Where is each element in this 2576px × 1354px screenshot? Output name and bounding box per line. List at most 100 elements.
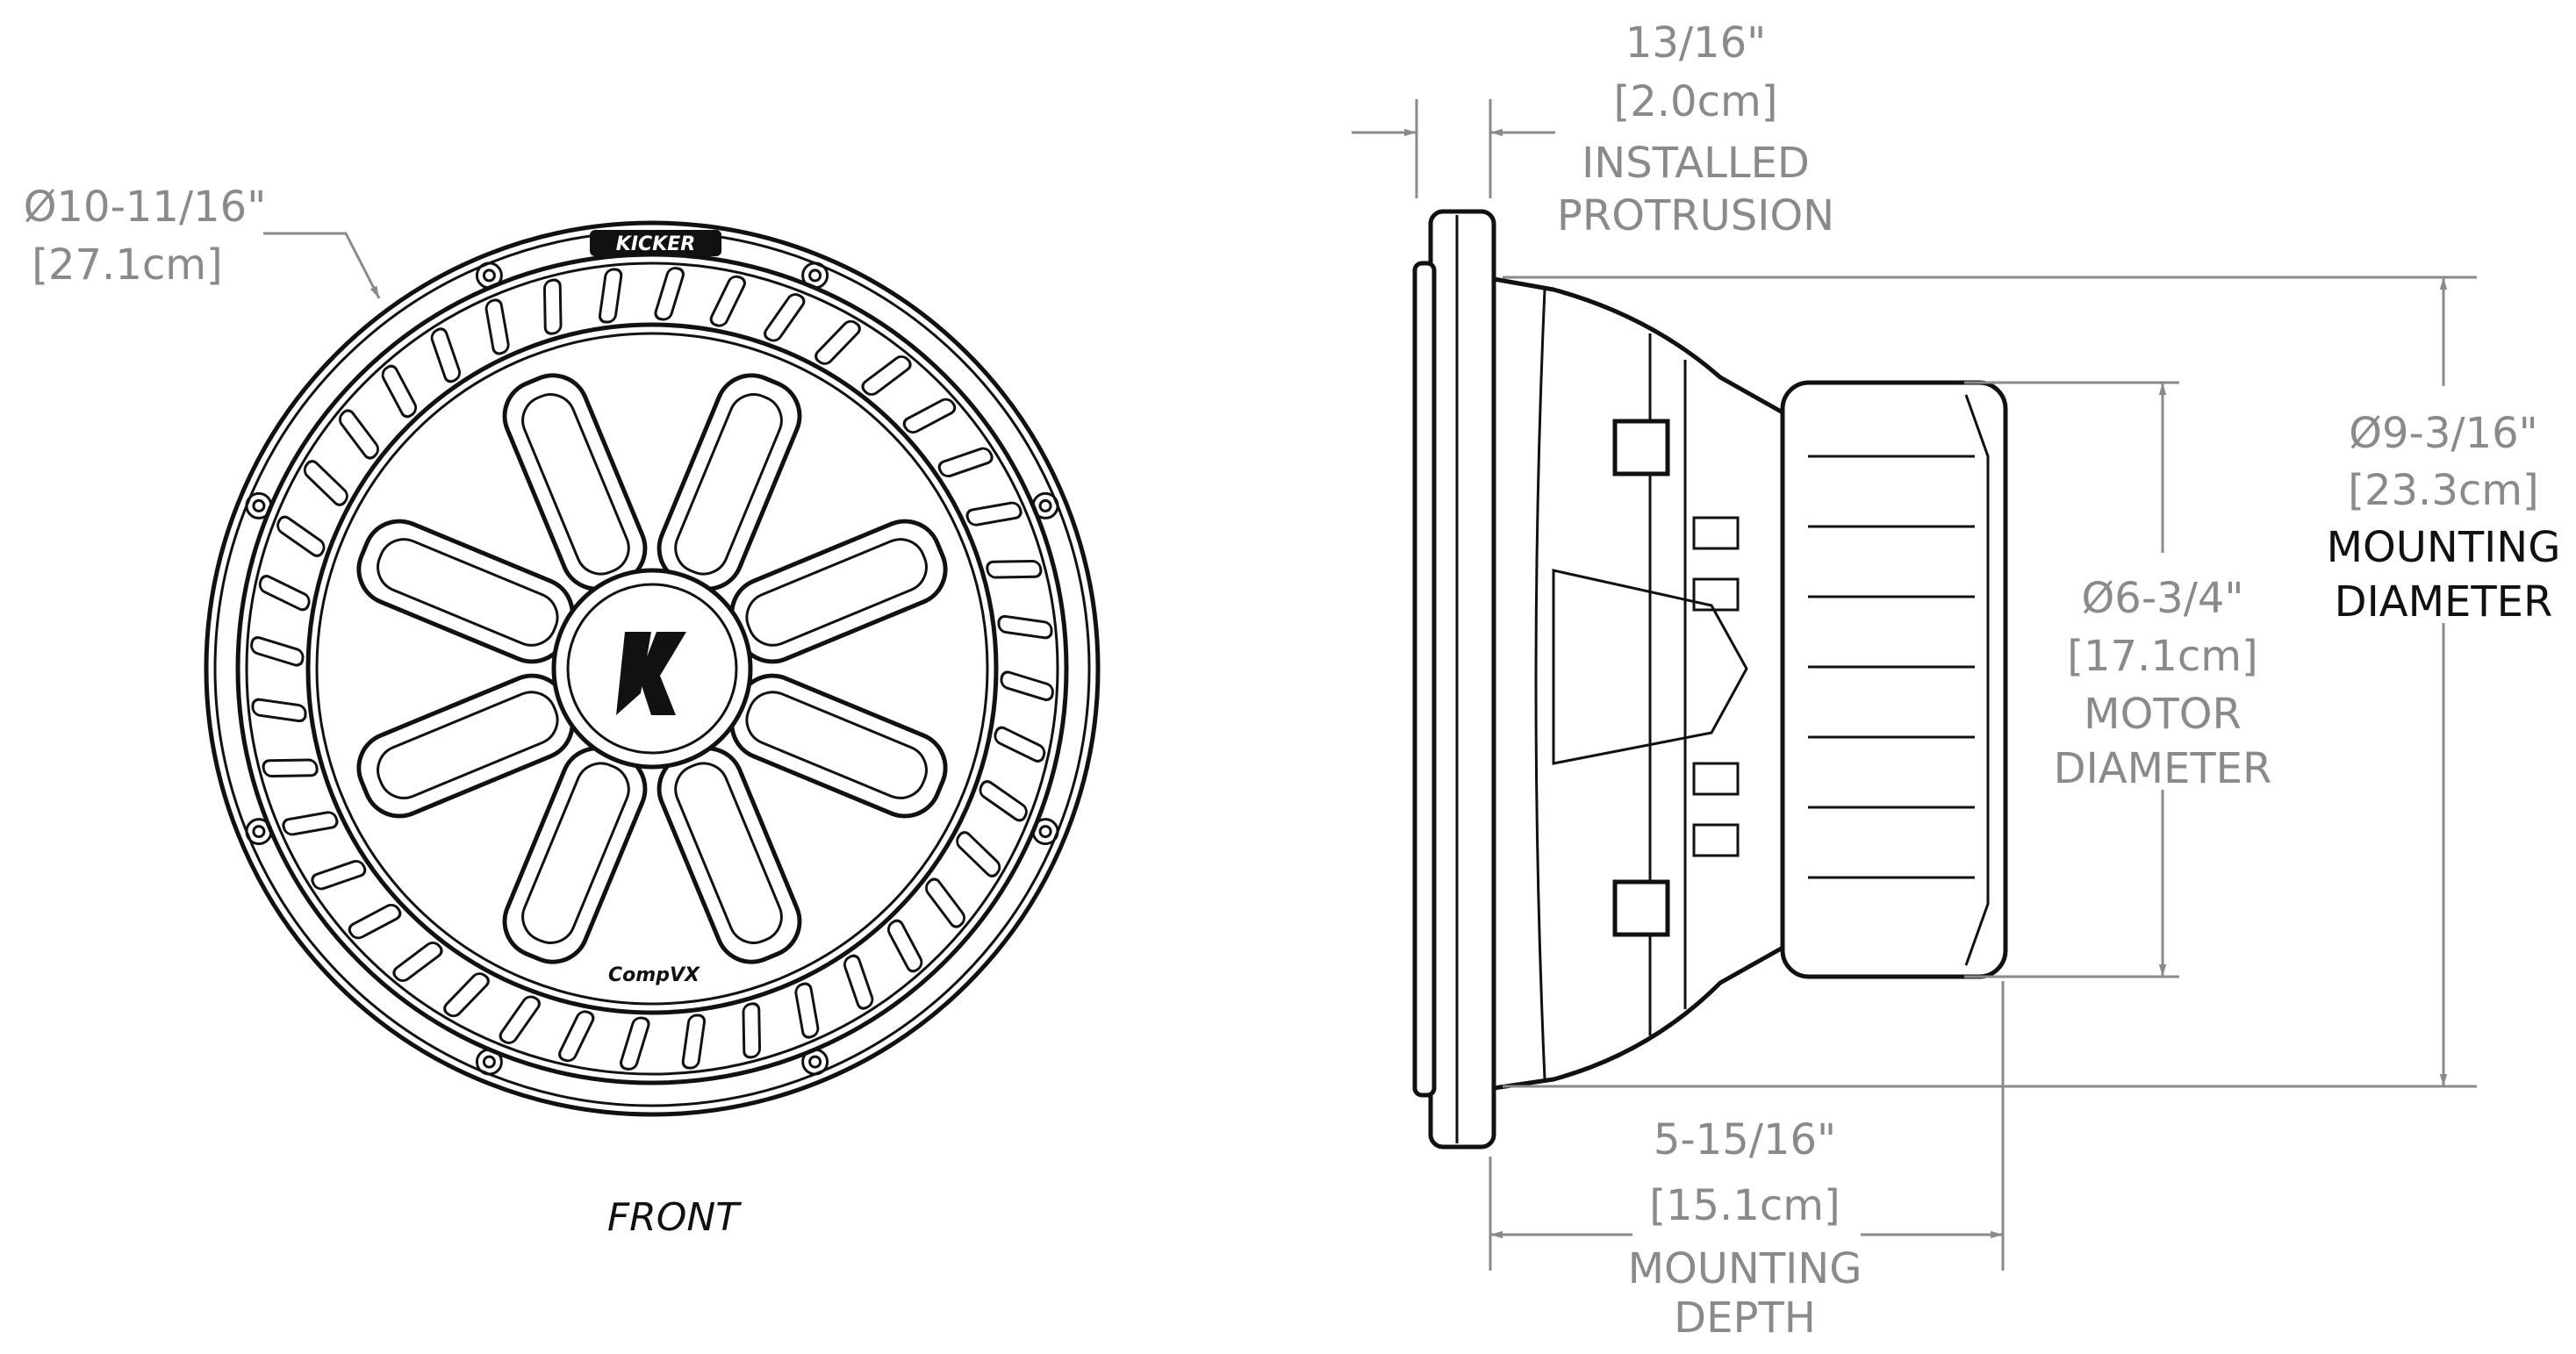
surround-rib [925, 878, 965, 928]
surround-rib [484, 298, 510, 355]
surround-rib [742, 1002, 762, 1059]
screw-icon [1031, 818, 1059, 846]
star-arm [502, 373, 648, 591]
surround-rib [392, 942, 443, 982]
screw-icon [801, 261, 829, 290]
star-arm-inner [521, 762, 630, 944]
surround-rib [250, 636, 305, 667]
terminal-top [1612, 419, 1670, 476]
outer-diameter-metric: [27.1cm] [32, 240, 222, 290]
surround-rib [709, 275, 746, 327]
screw-icon [252, 825, 266, 839]
motor [1780, 380, 2008, 979]
surround-rib [814, 319, 861, 365]
screw-icon [482, 1055, 496, 1069]
basket-vent [1692, 516, 1740, 550]
protrusion-label-1: INSTALLED [1582, 139, 1810, 188]
surround-rib [843, 954, 874, 1010]
protrusion-label-2: PROTRUSION [1557, 191, 1834, 240]
basket-vent [1692, 823, 1740, 857]
surround-rib [258, 575, 311, 612]
mounting-depth-metric: [15.1cm] [1649, 1181, 1840, 1230]
star-arm [657, 746, 802, 964]
kicker-logo-badge: KICKER [590, 230, 721, 256]
surround-rib [276, 515, 326, 557]
motor-diameter-value: Ø6-3/4" [2082, 574, 2244, 623]
surround-rib [965, 501, 1023, 527]
star-arm-inner [745, 691, 928, 799]
mounting-depth-label-2: DEPTH [1674, 1293, 1816, 1343]
surround-ribs [250, 267, 1054, 1071]
star-arm [356, 519, 575, 664]
motor-diameter-label-1: MOTOR [2084, 690, 2242, 739]
surround-rib [764, 293, 806, 342]
surround-rib [381, 364, 418, 419]
screw-icon [801, 1048, 829, 1076]
outer-diameter-value: Ø10-11/16" [24, 183, 267, 232]
surround-rib [886, 919, 923, 973]
outer-diameter-leader [263, 232, 381, 299]
surround-rib [430, 327, 462, 383]
outer-frame [204, 220, 1101, 1117]
mounting-diameter-metric: [23.3cm] [2348, 466, 2538, 515]
side-view: 13/16" [2.0cm] INSTALLED PROTRUSION Ø9-3… [1352, 18, 2560, 1343]
motor-ribs [1808, 455, 1975, 879]
svg-text:KICKER: KICKER [616, 233, 695, 255]
screw-icon [1031, 491, 1059, 519]
front-view: KICKER CompVX Ø10-11/16" [27.1cm] FRONT [24, 183, 1101, 1240]
k-logo-icon [616, 632, 686, 715]
surround-rib [986, 559, 1043, 579]
mounting-depth-value: 5-15/16" [1654, 1115, 1836, 1164]
protrusion-value: 13/16" [1625, 18, 1766, 68]
surround-rib [303, 460, 348, 506]
surround-rib [443, 972, 490, 1018]
star-arm [657, 373, 802, 591]
surround-rib [499, 995, 541, 1044]
screw-icon [808, 269, 822, 283]
basket-vents [1692, 516, 1740, 857]
screw-icon [482, 269, 496, 283]
surround-rib [339, 409, 379, 460]
star-arm-inner [674, 762, 783, 944]
surround-rib [598, 268, 623, 324]
star-arm-inner [745, 538, 928, 647]
compvx-logo: CompVX [608, 964, 700, 986]
surround-rib [979, 780, 1028, 822]
motor-diameter-metric: [17.1cm] [2067, 632, 2257, 681]
mounting-depth-label-1: MOUNTING [1628, 1244, 1862, 1293]
mounting-diameter-label-1: MOUNTING [2327, 523, 2561, 572]
terminal-bottom [1612, 879, 1670, 937]
mounting-screws [245, 261, 1059, 1076]
surround-rib [348, 903, 402, 940]
surround-rib [311, 859, 367, 891]
surround-inner [305, 322, 999, 1015]
surround-rib [282, 811, 339, 836]
screw-icon [475, 261, 503, 290]
screw-icon [245, 491, 273, 519]
screw-icon [475, 1048, 503, 1076]
surround-rib [861, 355, 912, 396]
star-arm-inner [377, 691, 559, 799]
protrusion-metric: [2.0cm] [1614, 77, 1778, 126]
surround-rib [902, 398, 957, 434]
surround-rib [620, 1016, 650, 1071]
screw-icon [252, 498, 266, 512]
mounting-diameter-label-2: DIAMETER [2335, 577, 2553, 627]
basket-vent [1692, 762, 1740, 796]
surround-rib [794, 982, 820, 1039]
surround-rib [542, 278, 563, 335]
surround-rib [1000, 670, 1054, 701]
mounting-diameter-value: Ø9-3/16" [2349, 409, 2538, 458]
surround-rib [956, 831, 1001, 878]
screw-icon [1038, 498, 1052, 512]
surround-rib [937, 447, 994, 478]
star-arm [729, 519, 948, 664]
screw-icon [1038, 825, 1052, 839]
star-arm [729, 673, 948, 819]
star-arm-inner [674, 393, 783, 576]
surround-rib [558, 1010, 595, 1063]
surround-rib [251, 698, 307, 723]
screw-icon [808, 1055, 822, 1069]
surround-rib [997, 614, 1053, 640]
